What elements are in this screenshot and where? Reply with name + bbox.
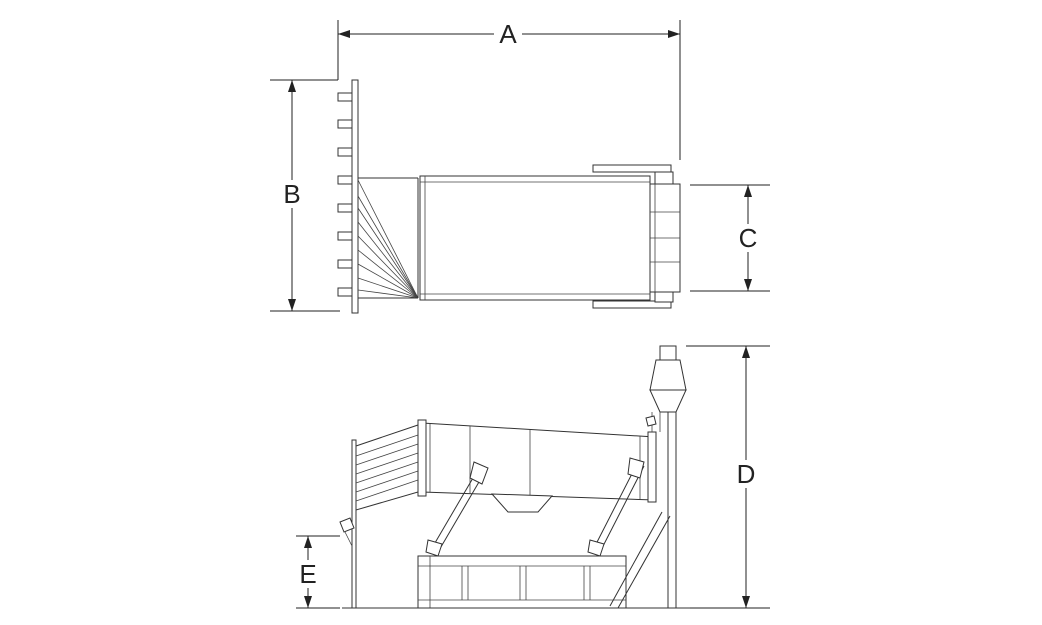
chute-fan-lines — [357, 179, 419, 299]
dimension-label-a: A — [499, 19, 517, 49]
frame-tabs — [337, 92, 353, 297]
dimension-label-c: C — [739, 223, 758, 253]
dimension-c: C — [690, 184, 770, 292]
dimension-label-d: D — [737, 459, 756, 489]
dimension-b: B — [270, 79, 340, 312]
dimension-d: D — [686, 345, 770, 609]
dimension-label-e: E — [299, 559, 316, 589]
plan-view — [337, 79, 681, 314]
dimension-e: E — [294, 535, 340, 609]
feed-chute — [355, 424, 419, 511]
dimension-a: A — [337, 19, 681, 160]
dimension-label-b: B — [283, 179, 300, 209]
elevation-view — [339, 345, 690, 609]
